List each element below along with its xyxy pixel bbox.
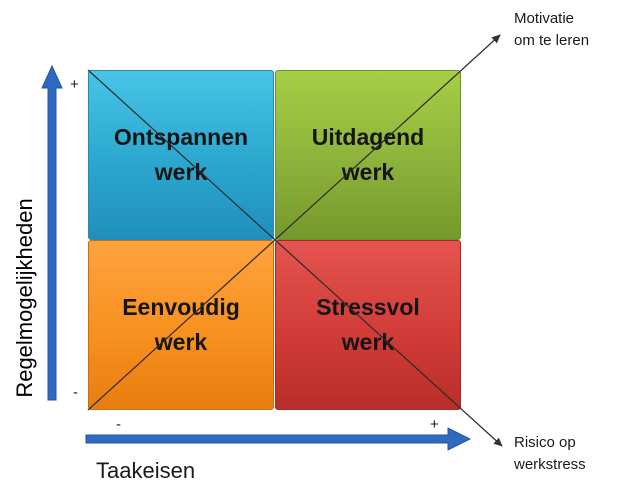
x-axis-max-sign: +	[430, 416, 439, 433]
y-axis-arrow	[41, 64, 63, 401]
x-axis-min-sign: -	[116, 416, 121, 433]
quadrant-label-challenging: Uitdagend werk	[311, 124, 425, 185]
x-axis-title: Taakeisen	[96, 458, 196, 483]
y-axis-title: Regelmogelijkheden	[12, 198, 37, 398]
quadrant-label-stressful: Stressvol werk	[316, 294, 420, 355]
y-axis-min-sign: -	[73, 384, 78, 401]
annotation-motivation: Motivatie om te leren	[514, 10, 590, 49]
diagonal-line-motivation	[87, 34, 501, 411]
quadrant-label-relaxed: Ontspannen werk	[113, 124, 249, 185]
x-axis-arrow	[85, 427, 472, 451]
diagonal-line-stress	[87, 69, 503, 447]
y-axis-max-sign: +	[70, 76, 79, 93]
quadrant-label-simple: Eenvoudig werk	[122, 294, 240, 355]
annotation-work-stress: Risico op werkstress	[514, 434, 586, 473]
